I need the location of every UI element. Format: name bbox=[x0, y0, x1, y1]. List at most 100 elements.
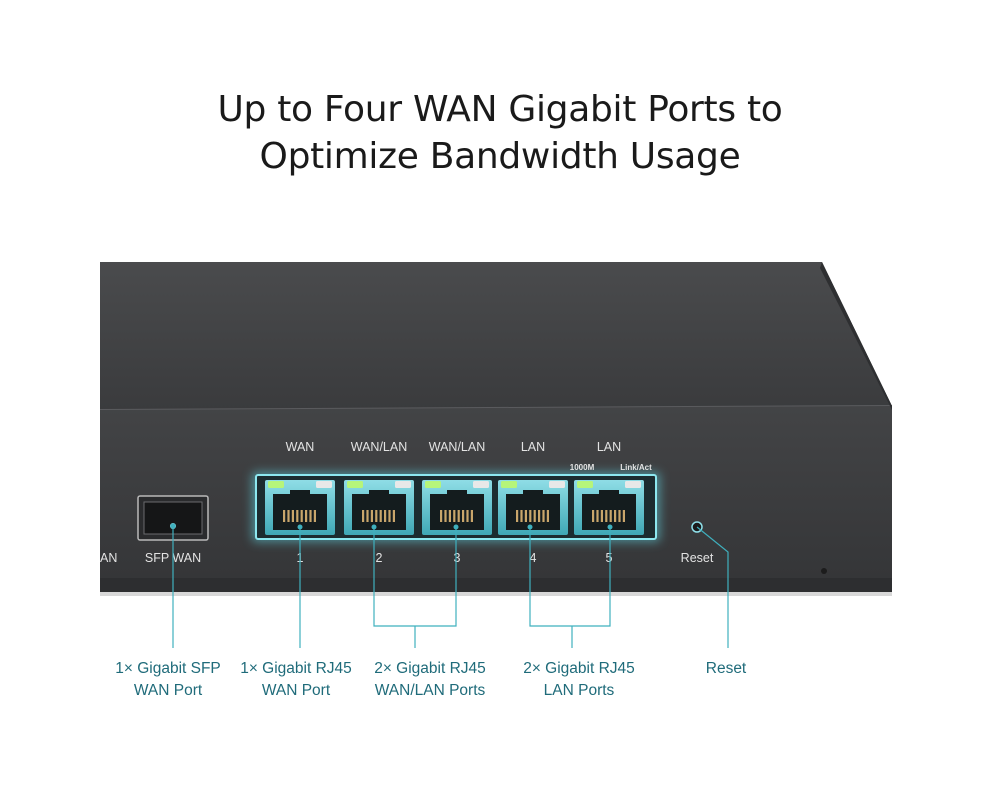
rj45-port-3-socket bbox=[430, 494, 484, 530]
rj45-port-1-pin-1 bbox=[283, 510, 286, 522]
rj45-port-2-socket bbox=[352, 494, 406, 530]
rj45-port-3-latch bbox=[447, 490, 467, 496]
rj45-port-2-pin-5 bbox=[379, 510, 382, 522]
rj45-port-1-pin-8 bbox=[313, 510, 316, 522]
rj45-port-4-pin-8 bbox=[546, 510, 549, 522]
callout-lan: 2× Gigabit RJ45 LAN Ports bbox=[523, 658, 635, 702]
rj45-port-2-led-left bbox=[347, 481, 363, 488]
rj45-port-2-pin-8 bbox=[392, 510, 395, 522]
rj45-port-2-pin-3 bbox=[370, 510, 373, 522]
rj45-port-3-pin-2 bbox=[444, 510, 447, 522]
callout-reset-line-1: Reset bbox=[705, 660, 747, 677]
rj45-port-5-led-left bbox=[577, 481, 593, 488]
callout-sfp-line-1: 1× Gigabit SFP bbox=[115, 660, 221, 677]
rj45-port-2-pin-7 bbox=[388, 510, 391, 522]
rj45-port-5-pin-7 bbox=[618, 510, 621, 522]
rj45-port-4-pin-1 bbox=[516, 510, 519, 522]
router-right-chamfer bbox=[820, 262, 892, 410]
led-label-speed: 1000M bbox=[570, 463, 595, 472]
callout-wanlan: 2× Gigabit RJ45 WAN/LAN Ports bbox=[374, 658, 486, 702]
callout-wanlan-line-1: 2× Gigabit RJ45 bbox=[374, 660, 486, 677]
rj45-port-5-socket bbox=[582, 494, 636, 530]
router-foot-screw bbox=[821, 568, 827, 574]
leader-line-reset bbox=[696, 526, 729, 648]
rj45-port-4-pin-7 bbox=[542, 510, 545, 522]
rj45-port-4-pin-6 bbox=[538, 510, 541, 522]
rj45-port-4-pin-3 bbox=[524, 510, 527, 522]
callout-reset: Reset bbox=[706, 658, 747, 680]
port-label-lan-b: LAN bbox=[597, 440, 621, 454]
rj45-port-4-socket bbox=[506, 494, 560, 530]
rj45-port-1-pin-4 bbox=[296, 510, 299, 522]
rj45-port-2-led-right bbox=[395, 481, 411, 488]
rj45-port-4-pin-2 bbox=[520, 510, 523, 522]
rj45-port-5-pin-2 bbox=[596, 510, 599, 522]
rj45-port-3-pin-1 bbox=[440, 510, 443, 522]
callout-lan-line-2: LAN Ports bbox=[543, 682, 615, 699]
callout-wanlan-line-2: WAN/LAN Ports bbox=[374, 682, 486, 699]
rj45-port-5-led-right bbox=[625, 481, 641, 488]
rj45-port-5-pin-1 bbox=[592, 510, 595, 522]
port-label-wanlan-a: WAN/LAN bbox=[351, 440, 408, 454]
leader-bracket-lan bbox=[529, 527, 611, 627]
reset-panel-label: Reset bbox=[681, 551, 714, 565]
rj45-port-3-pin-4 bbox=[453, 510, 456, 522]
rj45-port-4-latch bbox=[523, 490, 543, 496]
port-number-3: 3 bbox=[454, 551, 461, 565]
port-number-4: 4 bbox=[530, 551, 537, 565]
rj45-port-4-led-right bbox=[549, 481, 565, 488]
callout-lines bbox=[170, 523, 729, 648]
callout-sfp-line-2: WAN Port bbox=[133, 682, 203, 699]
port-number-2: 2 bbox=[376, 551, 383, 565]
rj45-port-5-latch bbox=[599, 490, 619, 496]
callout-lan-line-1: 2× Gigabit RJ45 bbox=[523, 660, 635, 677]
router-base-shadow bbox=[100, 592, 892, 596]
rj45-port-1-led-left bbox=[268, 481, 284, 488]
callout-wan-line-1: 1× Gigabit RJ45 bbox=[240, 660, 352, 677]
rj45-port-5-pin-5 bbox=[609, 510, 612, 522]
port-label-wan: WAN bbox=[286, 440, 315, 454]
rj45-port-5-pin-8 bbox=[622, 510, 625, 522]
rj45-port-1-latch bbox=[290, 490, 310, 496]
rj45-port-1-pin-3 bbox=[291, 510, 294, 522]
rj45-port-3-led-left bbox=[425, 481, 441, 488]
port-label-wanlan-b: WAN/LAN bbox=[429, 440, 486, 454]
rj45-port-1-socket bbox=[273, 494, 327, 530]
rj45-port-4-led-left bbox=[501, 481, 517, 488]
port-number-5: 5 bbox=[606, 551, 613, 565]
router-base-strip bbox=[100, 578, 892, 592]
rj45-port-5-pin-3 bbox=[600, 510, 603, 522]
led-label-link: Link/Act bbox=[620, 463, 652, 472]
rj45-port-1-pin-5 bbox=[300, 510, 303, 522]
rj45-port-3-pin-6 bbox=[462, 510, 465, 522]
callout-sfp: 1× Gigabit SFP WAN Port bbox=[115, 658, 221, 702]
callout-wan-line-2: WAN Port bbox=[261, 682, 331, 699]
rj45-port-4-pin-4 bbox=[529, 510, 532, 522]
headline-line-2: Optimize Bandwidth Usage bbox=[259, 136, 741, 177]
rj45-port-1-pin-2 bbox=[287, 510, 290, 522]
rj45-port-3-led-right bbox=[473, 481, 489, 488]
rj45-port-3-pin-5 bbox=[457, 510, 460, 522]
rj45-port-2-pin-2 bbox=[366, 510, 369, 522]
rj45-port-3-pin-7 bbox=[466, 510, 469, 522]
partial-left-label: AN bbox=[100, 551, 117, 565]
rj45-port-2-pin-1 bbox=[362, 510, 365, 522]
rj45-port-2-latch bbox=[369, 490, 389, 496]
rj45-port-3-pin-8 bbox=[470, 510, 473, 522]
rj45-port-5-pin-4 bbox=[605, 510, 608, 522]
rj45-port-1-led-right bbox=[316, 481, 332, 488]
rj45-port-5-pin-6 bbox=[614, 510, 617, 522]
headline-line-1: Up to Four WAN Gigabit Ports to bbox=[217, 89, 783, 130]
rj45-port-4-pin-5 bbox=[533, 510, 536, 522]
rj45-port-1-pin-6 bbox=[305, 510, 308, 522]
callout-wan: 1× Gigabit RJ45 WAN Port bbox=[240, 658, 352, 702]
rj45-port-row bbox=[265, 480, 644, 535]
rj45-port-3-pin-3 bbox=[448, 510, 451, 522]
rj45-port-2-pin-6 bbox=[384, 510, 387, 522]
rj45-port-1-pin-7 bbox=[309, 510, 312, 522]
rj45-port-2-pin-4 bbox=[375, 510, 378, 522]
headline: Up to Four WAN Gigabit Ports to Optimize… bbox=[0, 86, 1000, 180]
port-label-lan-a: LAN bbox=[521, 440, 545, 454]
router-top-surface bbox=[100, 262, 892, 410]
